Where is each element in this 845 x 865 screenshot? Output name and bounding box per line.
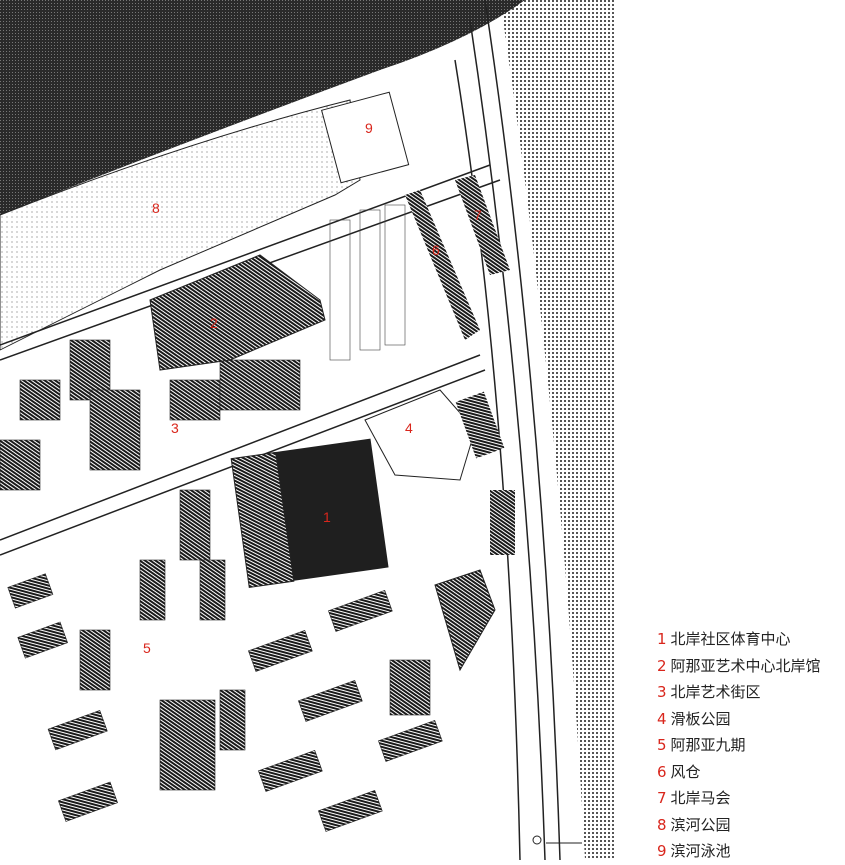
legend-number: 3 xyxy=(657,683,667,701)
legend-label: 滨河公园 xyxy=(670,815,731,834)
curved-road xyxy=(454,0,561,860)
parking-lot xyxy=(329,204,406,361)
map-label-7: 7 xyxy=(474,207,482,223)
legend-number: 8 xyxy=(657,815,667,834)
site-plan-map: 1 2 3 4 5 6 7 8 9 xyxy=(0,0,615,860)
legend-number: 6 xyxy=(657,762,667,781)
residential-buildings xyxy=(0,339,443,832)
art-center-building xyxy=(149,254,326,371)
legend-number: 2 xyxy=(657,656,667,675)
legend-label: 阿那亚九期 xyxy=(670,736,746,754)
legend-number: 1 xyxy=(657,630,667,648)
legend-label: 阿那亚艺术中心北岸馆 xyxy=(670,656,821,675)
riverside-pool xyxy=(321,91,410,184)
map-label-3: 3 xyxy=(171,420,179,436)
sports-center-building xyxy=(271,438,389,582)
map-label-5: 5 xyxy=(143,640,151,656)
map-label-8: 8 xyxy=(152,200,160,216)
map-label-2: 2 xyxy=(210,315,218,331)
legend-label: 北岸艺术街区 xyxy=(670,683,761,701)
coastal-area xyxy=(500,0,615,860)
legend-label: 风仓 xyxy=(670,762,701,781)
skate-park xyxy=(364,389,476,481)
legend-number: 9 xyxy=(657,842,667,860)
legend-label: 北岸马会 xyxy=(670,789,731,807)
map-label-1: 1 xyxy=(323,509,331,525)
map-label-9: 9 xyxy=(365,120,373,136)
legend-number: 7 xyxy=(657,789,667,807)
equestrian-club xyxy=(455,175,510,275)
legend-label: 滑板公园 xyxy=(670,709,731,728)
map-label-4: 4 xyxy=(405,420,413,436)
north-arrow-scale xyxy=(532,835,582,845)
legend-number: 5 xyxy=(657,736,667,754)
wind-warehouse xyxy=(405,190,480,340)
legend-label: 滨河泳池 xyxy=(670,842,731,860)
river xyxy=(0,0,525,215)
legend-label: 北岸社区体育中心 xyxy=(670,630,791,648)
map-label-6: 6 xyxy=(432,242,440,258)
legend-number: 4 xyxy=(657,709,667,728)
